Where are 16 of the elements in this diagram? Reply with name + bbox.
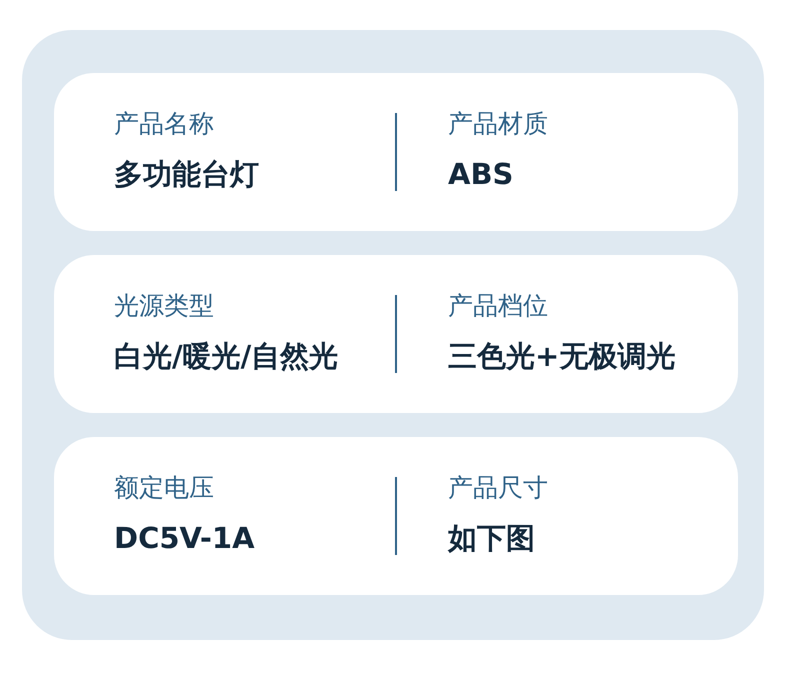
spec-label: 产品尺寸 xyxy=(448,473,548,503)
spec-label: 光源类型 xyxy=(114,291,214,321)
spec-label: 产品名称 xyxy=(114,109,214,139)
spec-value: DC5V-1A xyxy=(114,521,255,556)
spec-label: 额定电压 xyxy=(114,473,214,503)
spec-value: 三色光+无极调光 xyxy=(448,339,676,374)
spec-card xyxy=(54,437,738,595)
spec-label: 产品材质 xyxy=(448,109,548,139)
spec-card xyxy=(54,73,738,231)
spec-value: 多功能台灯 xyxy=(114,157,259,192)
spec-card xyxy=(54,255,738,413)
spec-value: 如下图 xyxy=(448,521,535,556)
spec-value: 白光/暖光/自然光 xyxy=(114,339,338,374)
panel-background xyxy=(22,30,764,640)
spec-label: 产品档位 xyxy=(448,291,548,321)
spec-value: ABS xyxy=(448,157,514,192)
